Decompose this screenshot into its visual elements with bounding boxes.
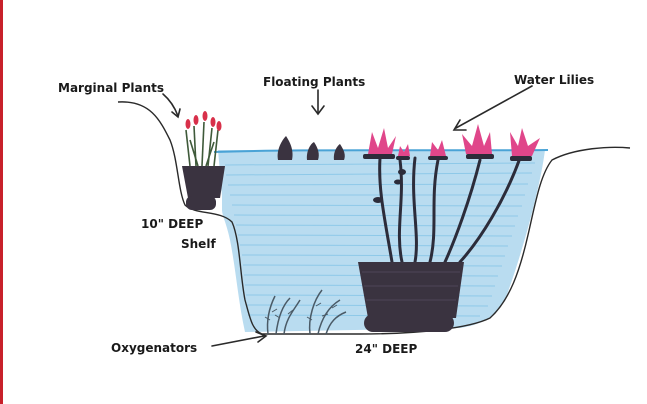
label-shelf: Shelf — [181, 237, 216, 251]
oxygenators-arrow — [211, 335, 265, 347]
marginal-pot — [182, 166, 225, 198]
label-floating-plants: Floating Plants — [263, 75, 366, 89]
left-edge-accent — [0, 0, 3, 404]
label-pond-depth: 24" DEEP — [355, 342, 418, 356]
label-water-lilies: Water Lilies — [514, 73, 595, 87]
annotation-arrows — [162, 85, 533, 347]
oxygenators — [264, 289, 347, 335]
lilies-arrow — [455, 85, 533, 129]
water-surface — [213, 149, 549, 153]
label-shelf-depth: 10" DEEP — [141, 217, 204, 231]
label-oxygenators: Oxygenators — [111, 341, 198, 355]
floating-plants — [277, 136, 345, 160]
marginal-plant — [182, 111, 225, 210]
water-lilies — [358, 124, 540, 332]
marginal-arrow — [162, 93, 179, 117]
label-marginal-plants: Marginal Plants — [58, 81, 165, 95]
lily-pot — [358, 262, 464, 318]
